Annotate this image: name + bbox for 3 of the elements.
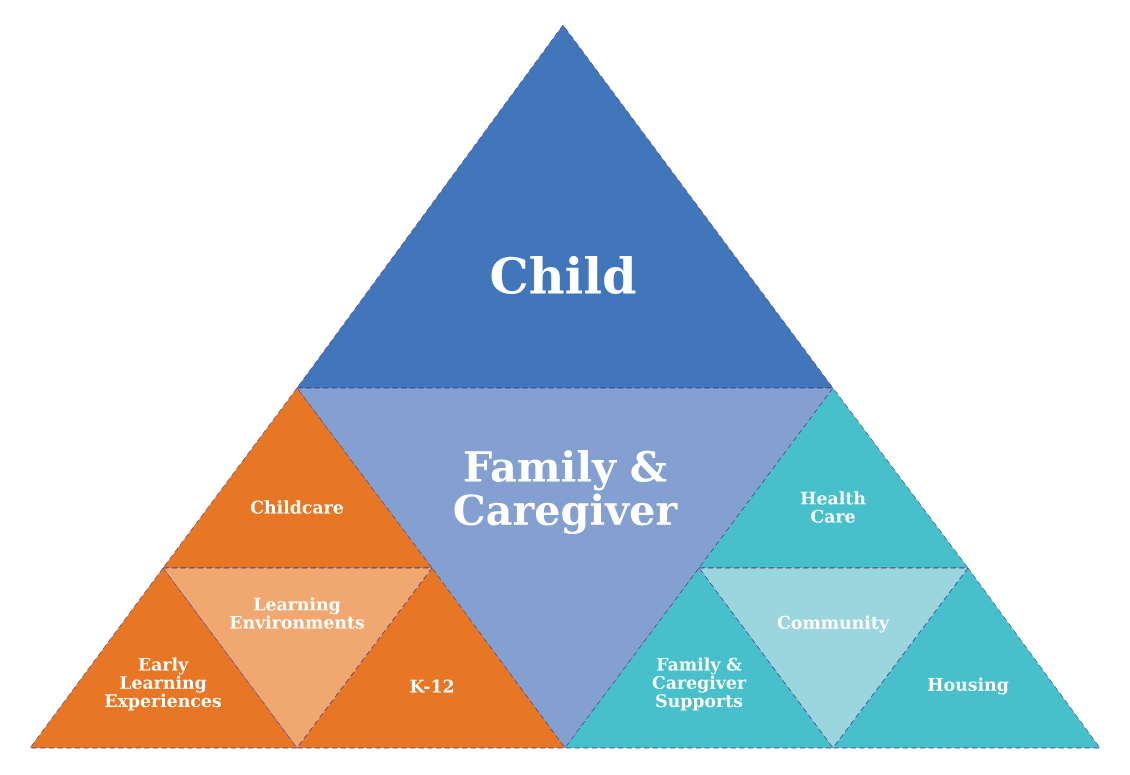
triangle: Child [296, 24, 834, 389]
triangle: Health Care [698, 387, 969, 569]
triangle: Childcare [162, 387, 433, 569]
